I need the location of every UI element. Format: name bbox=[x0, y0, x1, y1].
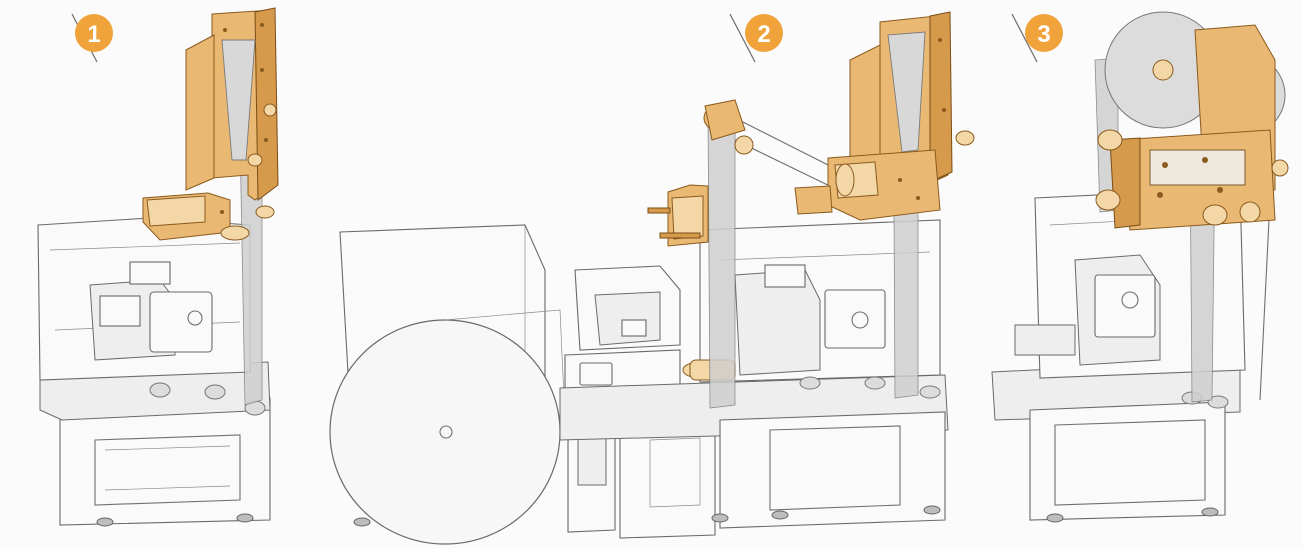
machine-3 bbox=[991, 11, 1289, 523]
callout-3: 3 bbox=[1011, 13, 1063, 63]
callout-3-number: 3 bbox=[1037, 21, 1050, 48]
callout-2-number: 2 bbox=[757, 21, 770, 48]
machine-1-module bbox=[142, 7, 279, 241]
machine-1 bbox=[37, 7, 279, 527]
machine-2 bbox=[329, 11, 975, 545]
callout-1-number: 1 bbox=[87, 21, 100, 48]
callout-1: 1 bbox=[71, 13, 113, 63]
machine-2-module-right bbox=[794, 11, 975, 221]
machine-3-module bbox=[1095, 11, 1289, 231]
callout-2: 2 bbox=[729, 13, 783, 63]
machine-2-module-left bbox=[647, 99, 754, 247]
